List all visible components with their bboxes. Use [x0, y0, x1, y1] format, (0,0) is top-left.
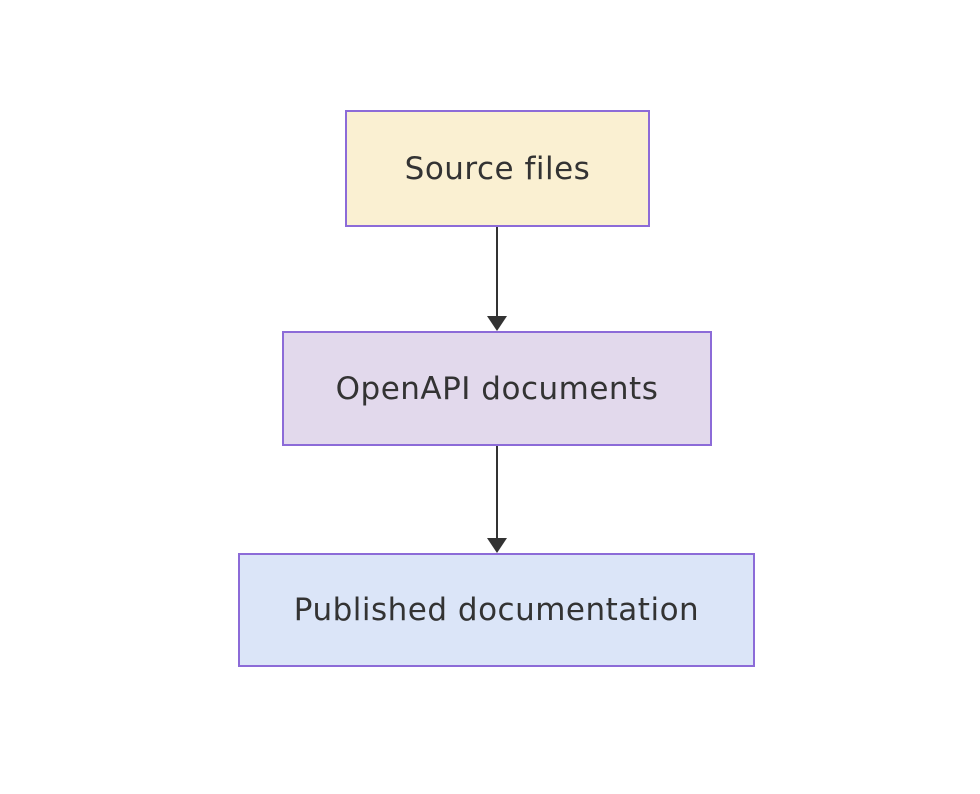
arrow-line	[496, 446, 498, 538]
node-source-files: Source files	[345, 110, 650, 227]
arrowhead-down-icon	[487, 538, 507, 553]
arrow-openapi-to-published	[487, 446, 507, 553]
node-published-documentation: Published documentation	[238, 553, 755, 667]
node-openapi-documents: OpenAPI documents	[282, 331, 712, 446]
arrowhead-down-icon	[487, 316, 507, 331]
arrow-source-to-openapi	[487, 227, 507, 331]
node-source-files-label: Source files	[404, 150, 591, 187]
arrow-line	[496, 227, 498, 316]
node-openapi-documents-label: OpenAPI documents	[335, 370, 659, 407]
node-published-documentation-label: Published documentation	[293, 592, 700, 628]
